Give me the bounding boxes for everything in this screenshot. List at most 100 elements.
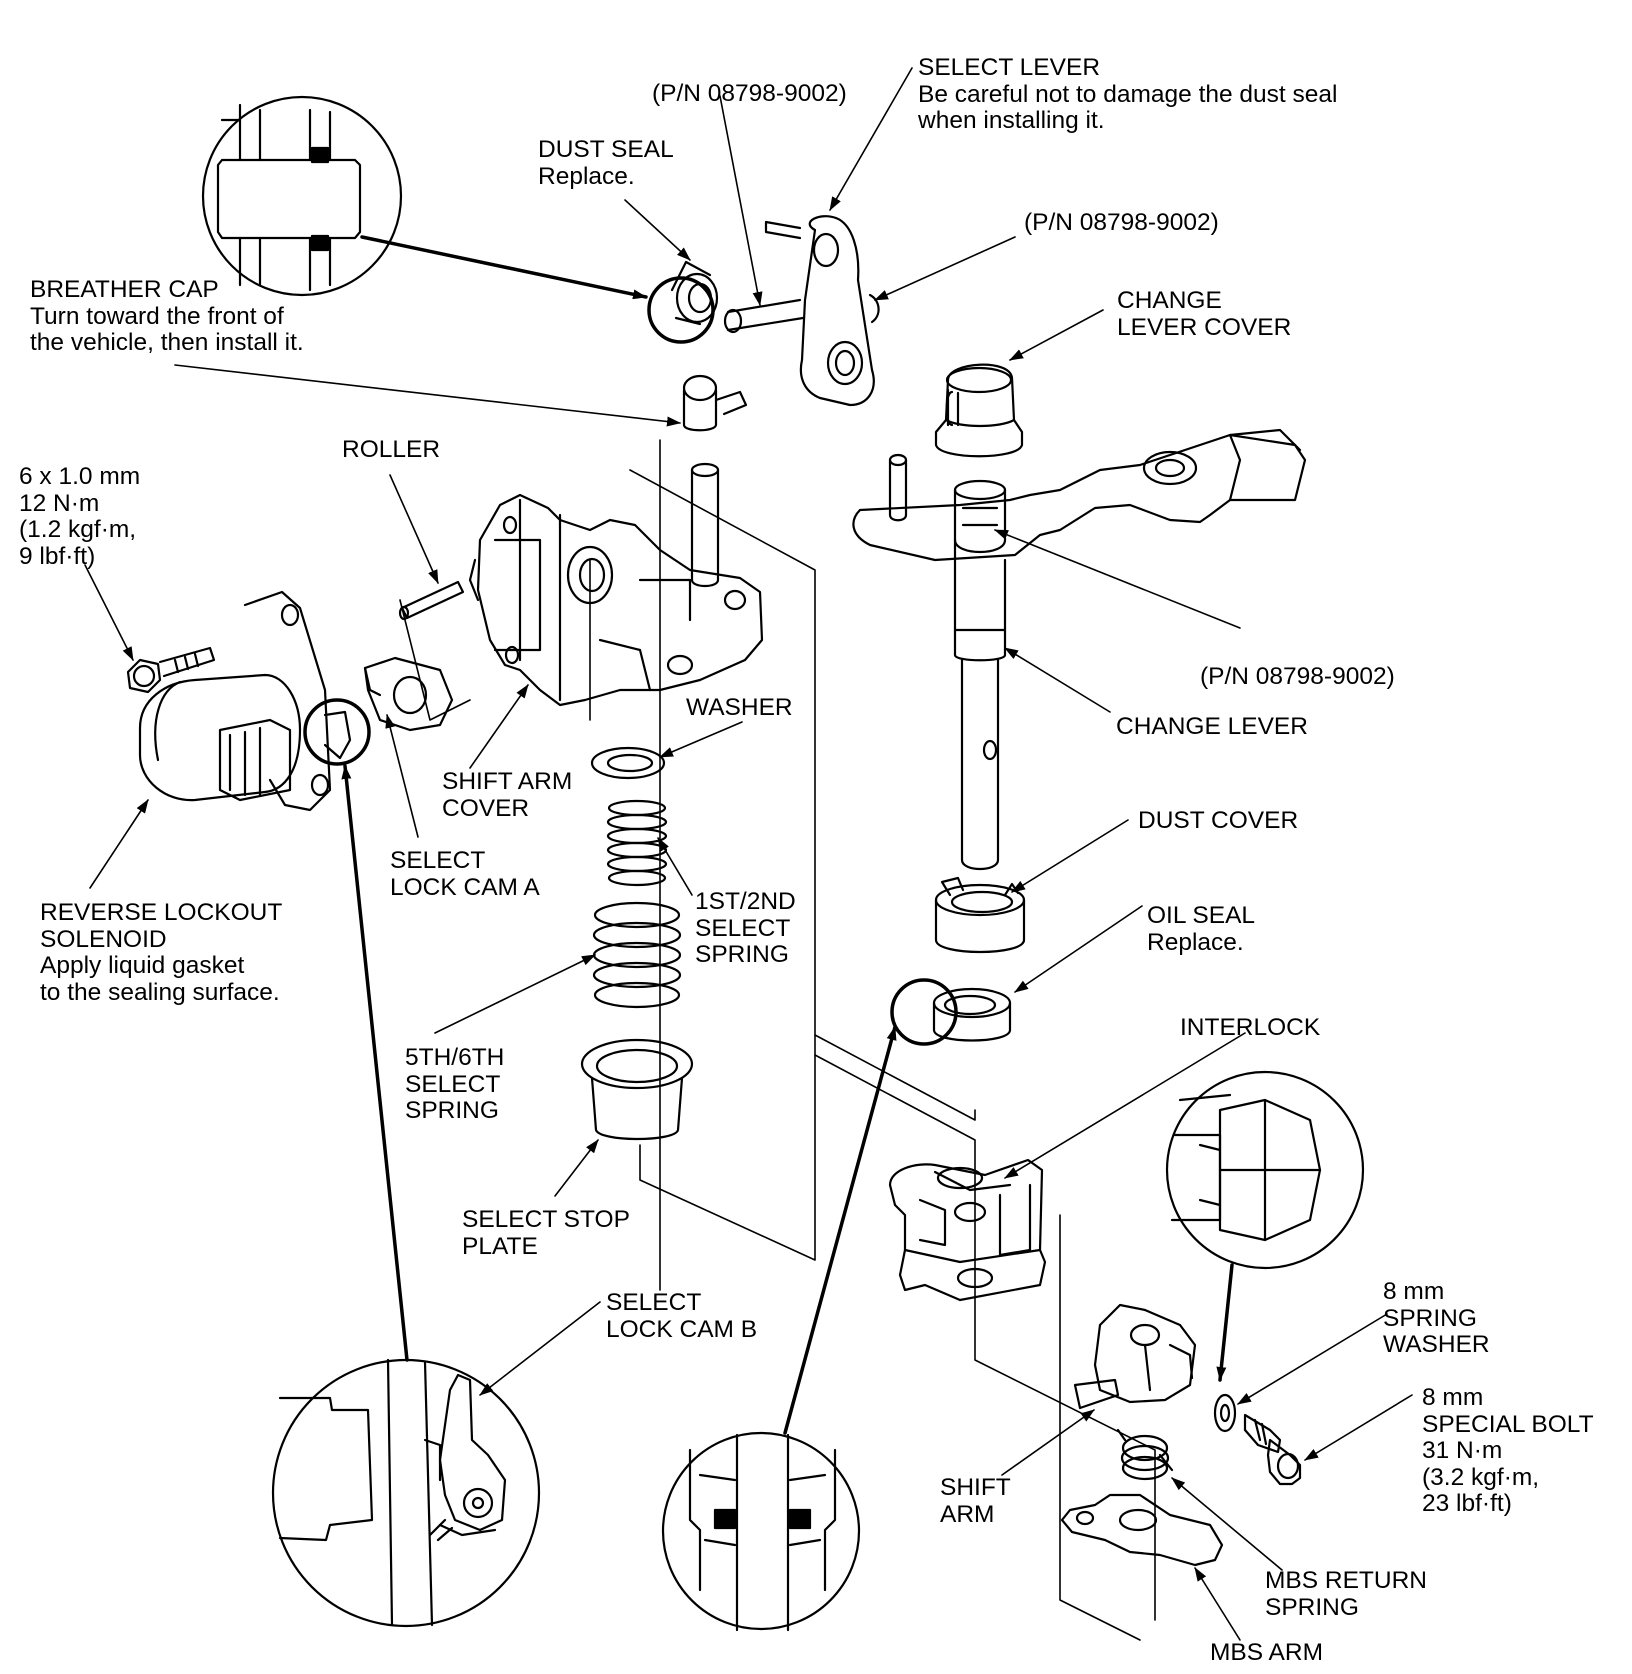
spring-1st-2nd-line-1: 1ST/2ND — [695, 888, 796, 915]
breather-cap-label: BREATHER CAP Turn toward the front of th… — [30, 276, 304, 357]
select-stop-plate-part — [580, 1038, 694, 1141]
interlock-label: INTERLOCK — [1180, 1014, 1321, 1041]
dust-seal-note: Replace. — [538, 162, 635, 190]
select-lock-cam-a-line-2: LOCK CAM A — [390, 873, 540, 901]
bolt-6mm-line-3: (1.2 kgf·m, — [19, 516, 137, 543]
bolt-6mm-line-2: 12 N·m — [19, 489, 100, 517]
breather-cap-note-1: Turn toward the front of — [30, 302, 284, 330]
mbs-return-spring-line-1: MBS RETURN — [1265, 1567, 1427, 1594]
spring-washer-line-3: WASHER — [1383, 1331, 1490, 1358]
spring-5th-6th-part — [592, 901, 682, 1009]
change-lever-cover-line-1: CHANGE — [1117, 287, 1222, 314]
dust-seal-part — [647, 260, 719, 344]
select-stop-plate-line-2: PLATE — [462, 1232, 538, 1260]
shift-arm-cover-part — [468, 493, 764, 707]
reverse-lockout-line-4: to the sealing surface. — [40, 978, 280, 1006]
spring-1st-2nd-line-2: SELECT — [695, 914, 791, 942]
detail-circle-dust-seal — [201, 95, 403, 297]
breather-cap-note-2: the vehicle, then install it. — [30, 329, 304, 356]
select-lever-title: SELECT LEVER — [918, 54, 1101, 81]
interlock-part — [888, 1158, 1047, 1302]
select-lock-cam-a-line-1: SELECT — [390, 847, 486, 874]
spring-washer-part — [1213, 1393, 1237, 1433]
mbs-arm-part — [1060, 1493, 1224, 1567]
spring-1st-2nd-label: 1ST/2ND SELECT SPRING — [695, 888, 796, 969]
washer-label: WASHER — [686, 694, 793, 721]
select-stop-plate-line-1: SELECT STOP — [462, 1206, 630, 1233]
washer-part — [590, 746, 666, 780]
change-lever-label: CHANGE LEVER — [1116, 713, 1308, 740]
breather-cap-part — [682, 374, 748, 432]
reverse-lockout-line-3: Apply liquid gasket — [40, 952, 245, 979]
special-bolt-label: 8 mm SPECIAL BOLT 31 N·m (3.2 kgf·m, 23 … — [1422, 1384, 1594, 1518]
special-bolt-line-1: 8 mm — [1422, 1384, 1484, 1411]
select-stop-plate-label: SELECT STOP PLATE — [462, 1206, 630, 1260]
spring-5th-6th-line-3: SPRING — [405, 1097, 499, 1124]
reverse-lockout-solenoid-part — [138, 590, 371, 812]
change-lever-cover-part — [934, 363, 1024, 458]
select-lock-cam-b-line-2: LOCK CAM B — [606, 1315, 758, 1343]
spring-washer-label: 8 mm SPRING WASHER — [1383, 1278, 1490, 1359]
roller-part — [398, 580, 465, 621]
spring-washer-line-1: 8 mm — [1383, 1278, 1445, 1305]
bolt-6mm-line-1: 6 x 1.0 mm — [19, 463, 141, 490]
change-lever-cover-line-2: LEVER COVER — [1117, 313, 1292, 341]
mbs-return-spring-label: MBS RETURN SPRING — [1265, 1567, 1427, 1621]
reverse-lockout-line-2: SOLENOID — [40, 925, 167, 953]
special-bolt-line-3: 31 N·m — [1422, 1437, 1503, 1464]
bolt-6mm-line-4: 9 lbf·ft) — [19, 542, 96, 570]
leader-lines — [84, 67, 1413, 1641]
bolt-6mm-label: 6 x 1.0 mm 12 N·m (1.2 kgf·m, 9 lbf·ft) — [19, 463, 141, 570]
detail-circle-oil-seal — [661, 1431, 861, 1632]
mbs-return-spring-line-2: SPRING — [1265, 1593, 1359, 1621]
roller-label: ROLLER — [342, 436, 441, 463]
select-lever-note-1: Be careful not to damage the dust seal — [918, 80, 1338, 108]
spring-1st-2nd-part — [606, 799, 668, 887]
select-lock-cam-b-label: SELECT LOCK CAM B — [606, 1289, 758, 1343]
detail-circle-bolt — [1165, 1070, 1365, 1270]
select-lever-note-2: when installing it. — [918, 107, 1105, 134]
oil-seal-note: Replace. — [1147, 928, 1244, 956]
shift-arm-label: SHIFT ARM — [940, 1474, 1011, 1528]
special-bolt-line-5: 23 lbf·ft) — [1422, 1490, 1512, 1517]
bolt-6mm-part — [126, 646, 216, 694]
pivot-pin-part — [690, 462, 720, 588]
select-lever-part — [723, 215, 880, 407]
select-lever-label: SELECT LEVER Be careful not to damage th… — [918, 54, 1338, 135]
shift-arm-line-2: ARM — [940, 1500, 995, 1528]
select-lock-cam-b-line-1: SELECT — [606, 1289, 702, 1316]
pn-label-mid: (P/N 08798-9002) — [1200, 663, 1395, 690]
breather-cap-title: BREATHER CAP — [30, 276, 219, 303]
mbs-return-spring-part — [1116, 1428, 1174, 1481]
oil-seal-label: OIL SEAL Replace. — [1147, 902, 1256, 956]
oil-seal-title: OIL SEAL — [1147, 902, 1256, 929]
shift-arm-cover-label: SHIFT ARM COVER — [442, 768, 573, 822]
shift-arm-cover-line-2: COVER — [442, 794, 530, 822]
special-bolt-line-4: (3.2 kgf·m, — [1422, 1463, 1540, 1491]
change-lever-part — [852, 428, 1307, 871]
assembly-guide-lines — [399, 439, 1156, 1641]
spring-5th-6th-line-1: 5TH/6TH — [405, 1044, 505, 1071]
dust-cover-part — [934, 876, 1026, 954]
shift-arm-cover-line-1: SHIFT ARM — [442, 768, 573, 795]
dust-cover-label: DUST COVER — [1138, 807, 1299, 834]
shift-arm-line-1: SHIFT — [940, 1474, 1011, 1501]
special-bolt-part — [1243, 1413, 1302, 1486]
dust-seal-label: DUST SEAL Replace. — [538, 136, 674, 190]
shift-arm-part — [1073, 1303, 1197, 1410]
spring-washer-line-2: SPRING — [1383, 1304, 1477, 1332]
detail-circle-lock-cam-b — [271, 1358, 541, 1628]
special-bolt-line-2: SPECIAL BOLT — [1422, 1410, 1594, 1438]
spring-5th-6th-label: 5TH/6TH SELECT SPRING — [405, 1044, 505, 1125]
reverse-lockout-line-1: REVERSE LOCKOUT — [40, 899, 283, 926]
select-lock-cam-a-part — [363, 656, 454, 732]
mbs-arm-label: MBS ARM — [1210, 1639, 1323, 1666]
change-lever-cover-label: CHANGE LEVER COVER — [1117, 287, 1292, 341]
spring-5th-6th-line-2: SELECT — [405, 1070, 501, 1098]
pn-label-right: (P/N 08798-9002) — [1024, 209, 1219, 236]
dust-seal-title: DUST SEAL — [538, 136, 674, 163]
reverse-lockout-label: REVERSE LOCKOUT SOLENOID Apply liquid ga… — [40, 899, 283, 1006]
select-lock-cam-a-label: SELECT LOCK CAM A — [390, 847, 540, 901]
oil-seal-part — [890, 978, 1012, 1046]
